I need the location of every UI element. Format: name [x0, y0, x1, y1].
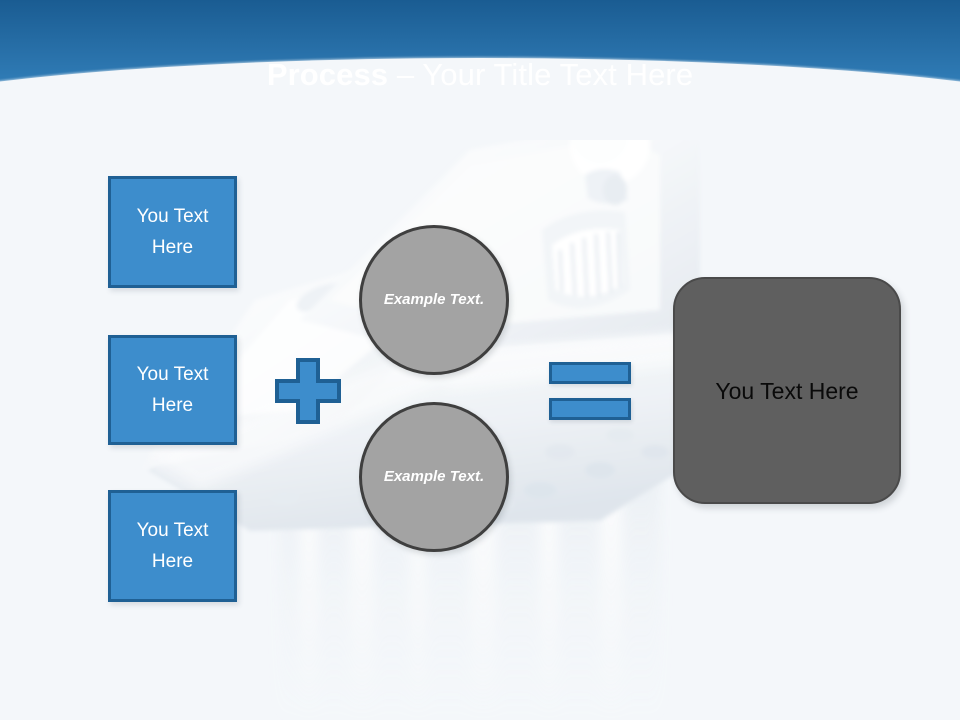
- equals-bar-top: [549, 362, 631, 384]
- header-wave-curve: [0, 58, 960, 140]
- result-box[interactable]: You Text Here: [673, 277, 901, 504]
- example-circle-1-label: Example Text.: [383, 291, 485, 308]
- input-box-2[interactable]: You Text Here: [108, 335, 237, 445]
- page-title-bold: Process: [266, 57, 389, 92]
- plus-icon: [274, 357, 342, 425]
- example-circle-2-label: Example Text.: [383, 468, 485, 485]
- input-box-1-label: You Text Here: [136, 206, 209, 258]
- input-box-1[interactable]: You Text Here: [108, 176, 237, 288]
- slide-header: [0, 0, 960, 140]
- input-box-3[interactable]: You Text Here: [108, 490, 237, 602]
- page-title-rest: – Your Title Text Here: [388, 57, 694, 92]
- example-circle-2[interactable]: Example Text.: [359, 402, 509, 552]
- input-box-3-label: You Text Here: [136, 520, 209, 572]
- example-circle-1[interactable]: Example Text.: [359, 225, 509, 375]
- page-title: Process – Your Title Text Here: [0, 56, 960, 94]
- equals-bar-bottom: [549, 398, 631, 420]
- equals-icon: [549, 362, 631, 420]
- input-box-2-label: You Text Here: [136, 364, 209, 416]
- result-box-label: You Text Here: [715, 377, 859, 404]
